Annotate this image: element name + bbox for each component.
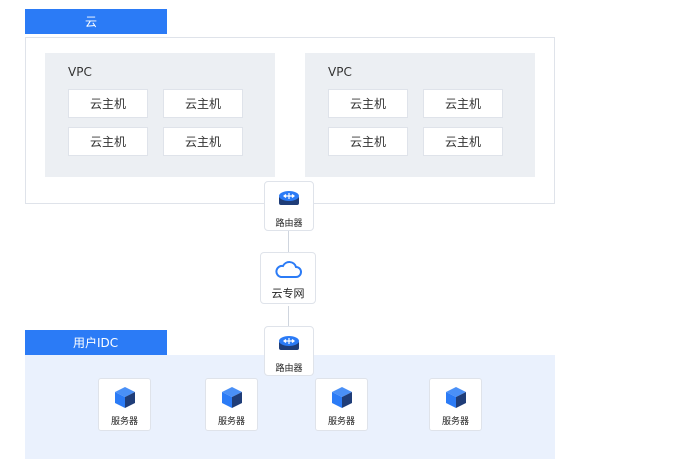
cloud-host: 云主机 bbox=[423, 127, 503, 156]
server-node: 服务器 bbox=[429, 378, 482, 431]
vpc-label: VPC bbox=[68, 65, 92, 79]
router-icon bbox=[279, 336, 299, 350]
cloud-host: 云主机 bbox=[68, 127, 148, 156]
cloud-icon bbox=[275, 261, 302, 278]
cloud-network-label: 云专网 bbox=[271, 287, 305, 300]
cloud-host: 云主机 bbox=[423, 89, 503, 118]
idc-label: 用户IDC bbox=[25, 330, 167, 355]
cloud-host: 云主机 bbox=[163, 89, 243, 118]
cloud-host: 云主机 bbox=[163, 127, 243, 156]
server-label: 服务器 bbox=[110, 417, 138, 427]
connector-line bbox=[288, 230, 289, 253]
router-node: 路由器 bbox=[264, 181, 314, 231]
server-icon bbox=[445, 387, 466, 408]
server-icon bbox=[221, 387, 242, 408]
connector-line bbox=[288, 306, 289, 326]
server-label: 服务器 bbox=[441, 417, 469, 427]
server-icon bbox=[331, 387, 352, 408]
cloud-label: 云 bbox=[25, 9, 167, 34]
server-icon bbox=[114, 387, 135, 408]
server-node: 服务器 bbox=[315, 378, 368, 431]
router-node: 路由器 bbox=[264, 326, 314, 376]
cloud-host: 云主机 bbox=[68, 89, 148, 118]
server-label: 服务器 bbox=[217, 417, 245, 427]
router-label: 路由器 bbox=[275, 364, 303, 374]
server-label: 服务器 bbox=[327, 417, 355, 427]
cloud-host: 云主机 bbox=[328, 127, 408, 156]
vpc-label: VPC bbox=[328, 65, 352, 79]
cloud-network-node: 云专网 bbox=[260, 252, 316, 304]
server-node: 服务器 bbox=[98, 378, 151, 431]
server-node: 服务器 bbox=[205, 378, 258, 431]
router-icon bbox=[279, 191, 299, 205]
router-label: 路由器 bbox=[275, 219, 303, 229]
cloud-host: 云主机 bbox=[328, 89, 408, 118]
